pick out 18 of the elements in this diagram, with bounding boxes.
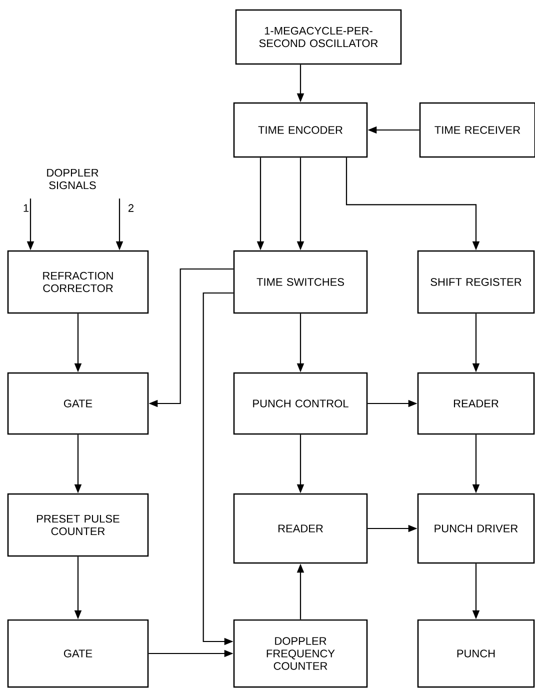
process-box: GATE	[7, 372, 149, 435]
process-box: PUNCH	[417, 619, 535, 688]
signal-label: DOPPLER SIGNALS	[47, 168, 98, 190]
edge-label: 2	[128, 204, 134, 212]
process-box: GATE	[7, 619, 149, 688]
process-box: REFRACTION CORRECTOR	[7, 250, 149, 314]
process-box: READER	[233, 493, 368, 564]
process-box: TIME SWITCHES	[233, 250, 368, 314]
process-box: PUNCH DRIVER	[417, 493, 535, 564]
process-box: 1-MEGACYCLE-PER-SECOND OSCILLATOR	[235, 9, 402, 65]
process-box: TIME RECEIVER	[419, 102, 535, 158]
edge-label: 1	[24, 204, 29, 212]
process-box: PRESET PULSE COUNTER	[7, 493, 149, 557]
process-box: READER	[417, 372, 535, 435]
process-box: PUNCH CONTROL	[233, 372, 368, 435]
process-box: DOPPLER FREQUENCY COUNTER	[233, 619, 368, 688]
process-box: SHIFT REGISTER	[417, 250, 535, 314]
process-box: TIME ENCODER	[233, 102, 368, 158]
